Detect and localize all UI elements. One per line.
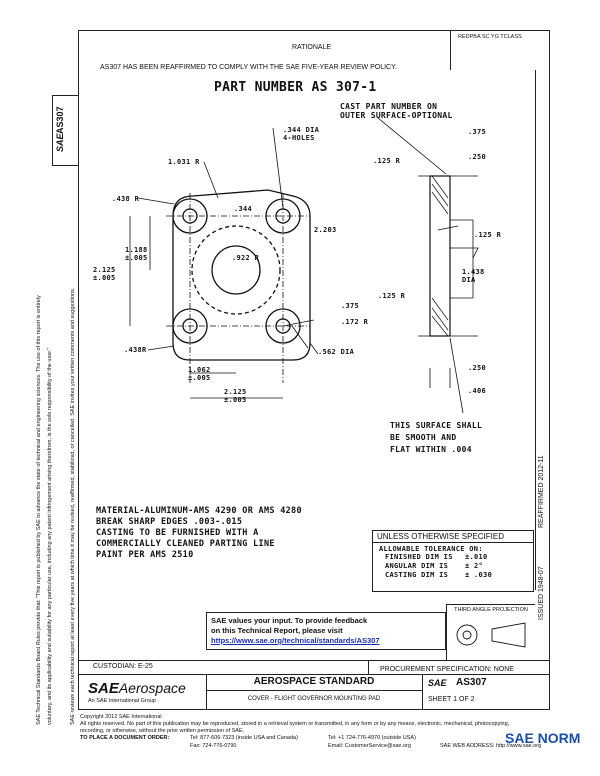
feedback-link[interactable]: https://www.sae.org/technical/standards/… [211,636,380,645]
dim-r438-top: .438 R [112,195,140,203]
dim-d1438: 1.438 DIA [462,268,485,284]
center-bore [211,245,261,295]
third-angle-label: THIRD ANGLE PROJECTION [454,607,528,613]
dim-r125-a: .125 R [373,157,401,165]
side-doc-number: AS307 [55,106,65,134]
material-notes: MATERIAL-ALUMINUM-AMS 4290 OR AMS 4280 B… [96,506,302,561]
dim-d1062: 1.062 ±.005 [188,366,211,382]
side-legal-text-1: SAE Technical Standards Board Rules prov… [36,295,42,725]
dim-d344: .344 [234,205,253,213]
tolerance-header: UNLESS OTHERWISE SPECIFIED [373,531,533,543]
drawing-frame [78,30,550,710]
procurement-spec: PROCUREMENT SPECIFICATION: NONE [380,666,514,673]
tolerance-title: ALLOWABLE TOLERANCE ON: [379,545,483,553]
doc-header-code: REDPBA SC YG TCLASS [458,34,522,40]
dim-d2125-h: 2.125 ±.005 [224,388,247,404]
surface-note: THIS SURFACE SHALL BE SMOOTH AND FLAT WI… [390,421,483,454]
center-boss [191,225,281,315]
web-address: SAE WEB ADDRESS: http://www.sae.org [440,743,542,749]
technical-drawing [129,117,479,414]
feedback-line-2: on this Technical Report, please visit [211,626,343,635]
dim-r922: .922 R [232,254,260,262]
sae-norm-watermark: SAE NORM [505,730,581,746]
material-note: CASTING TO BE FURNISHED WITH A [96,528,259,538]
fax: Fax: 724-776-0790 [190,743,237,749]
tolerance-row: CASTING DIM IS± .030 [385,571,493,579]
dim-d375-top: .375 [468,128,487,136]
part-number-title: PART NUMBER AS 307-1 [214,80,377,95]
dim-d250-top: .250 [468,153,487,161]
dim-d2125-v: 2.125 ±.005 [93,266,116,282]
dim-d406: .406 [468,387,487,395]
sae-org-name: An SAE International Group [88,698,156,704]
footer-rights: All rights reserved. No part of this pub… [80,721,510,727]
email: Email: CustomerService@sae.org [328,743,411,749]
sae-doc-logo: SAE [428,678,447,688]
feedback-box: SAE values your input. To provide feedba… [206,612,446,650]
tolerance-row: FINISHED DIM IS±.010 [385,553,488,561]
dim-d1188: 1.188 ±.005 [125,246,148,262]
standard-title: AEROSPACE STANDARD [253,676,375,687]
doc-number: AS307 [456,677,487,688]
dim-d562: .562 DIA [318,348,355,356]
footer-copyright: Copyright 2012 SAE International [80,714,162,720]
dim-r125-c: .125 R [378,292,406,300]
tolerance-box: UNLESS OTHERWISE SPECIFIED ALLOWABLE TOL… [372,530,534,592]
reaffirmed-date: REAFFIRMED 2012-11 [538,455,545,528]
sae-aerospace-logo: SAEAerospace An SAE International Group [88,680,186,704]
sheet-number: SHEET 1 OF 2 [428,696,475,703]
dim-d2203: 2.203 [314,226,337,234]
side-view-body [429,175,451,337]
cast-part-note: CAST PART NUMBER ON OUTER SURFACE-OPTION… [340,102,453,120]
dim-hole-dia: .344 DIA 4-HOLES [283,126,320,142]
feedback-line-1: SAE values your input. To provide feedba… [211,616,368,625]
rationale-text: AS307 HAS BEEN REAFFIRMED TO COMPLY WITH… [100,64,397,71]
third-angle-symbol [456,622,526,648]
material-note: BREAK SHARP EDGES .003-.015 [96,517,243,527]
tel-outside: Tel: +1 724-776-4970 (outside USA) [328,735,416,741]
material-note: COMMERCIALLY CLEANED PARTING LINE [96,539,275,549]
standard-description: COVER - FLIGHT GOVERNOR MOUNTING PAD [247,696,381,702]
tel-inside: Tel: 877-606-7323 (inside USA and Canada… [190,735,298,741]
side-legal-text-2: voluntary, and its applicability and sui… [47,347,53,725]
third-angle-box: THIRD ANGLE PROJECTION [446,604,535,660]
footer-rights-2: recording, or otherwise, without the pri… [80,728,245,734]
dim-r172: .172 R [341,318,369,326]
tolerance-row: ANGULAR DIM IS± 2° [385,562,484,570]
order-label: TO PLACE A DOCUMENT ORDER: [80,735,170,741]
dim-r1031: 1.031 R [168,158,200,166]
dim-d375-mid: .375 [341,302,360,310]
rationale-heading: RATIONALE [292,44,332,51]
material-note: PAINT PER AMS 2510 [96,550,194,560]
dim-r438-bot: .438R [124,346,147,354]
issued-date: ISSUED 1948-07 [538,566,545,620]
side-sae-logo: SAE [55,133,65,152]
material-note: MATERIAL-ALUMINUM-AMS 4290 OR AMS 4280 [96,506,302,516]
custodian: CUSTODIAN: E-25 [93,663,153,670]
dim-d250-bot: .250 [468,364,487,372]
side-legal-text-3: SAE reviews each technical report at lea… [70,287,76,725]
dim-r125-b: .125 R [474,231,502,239]
